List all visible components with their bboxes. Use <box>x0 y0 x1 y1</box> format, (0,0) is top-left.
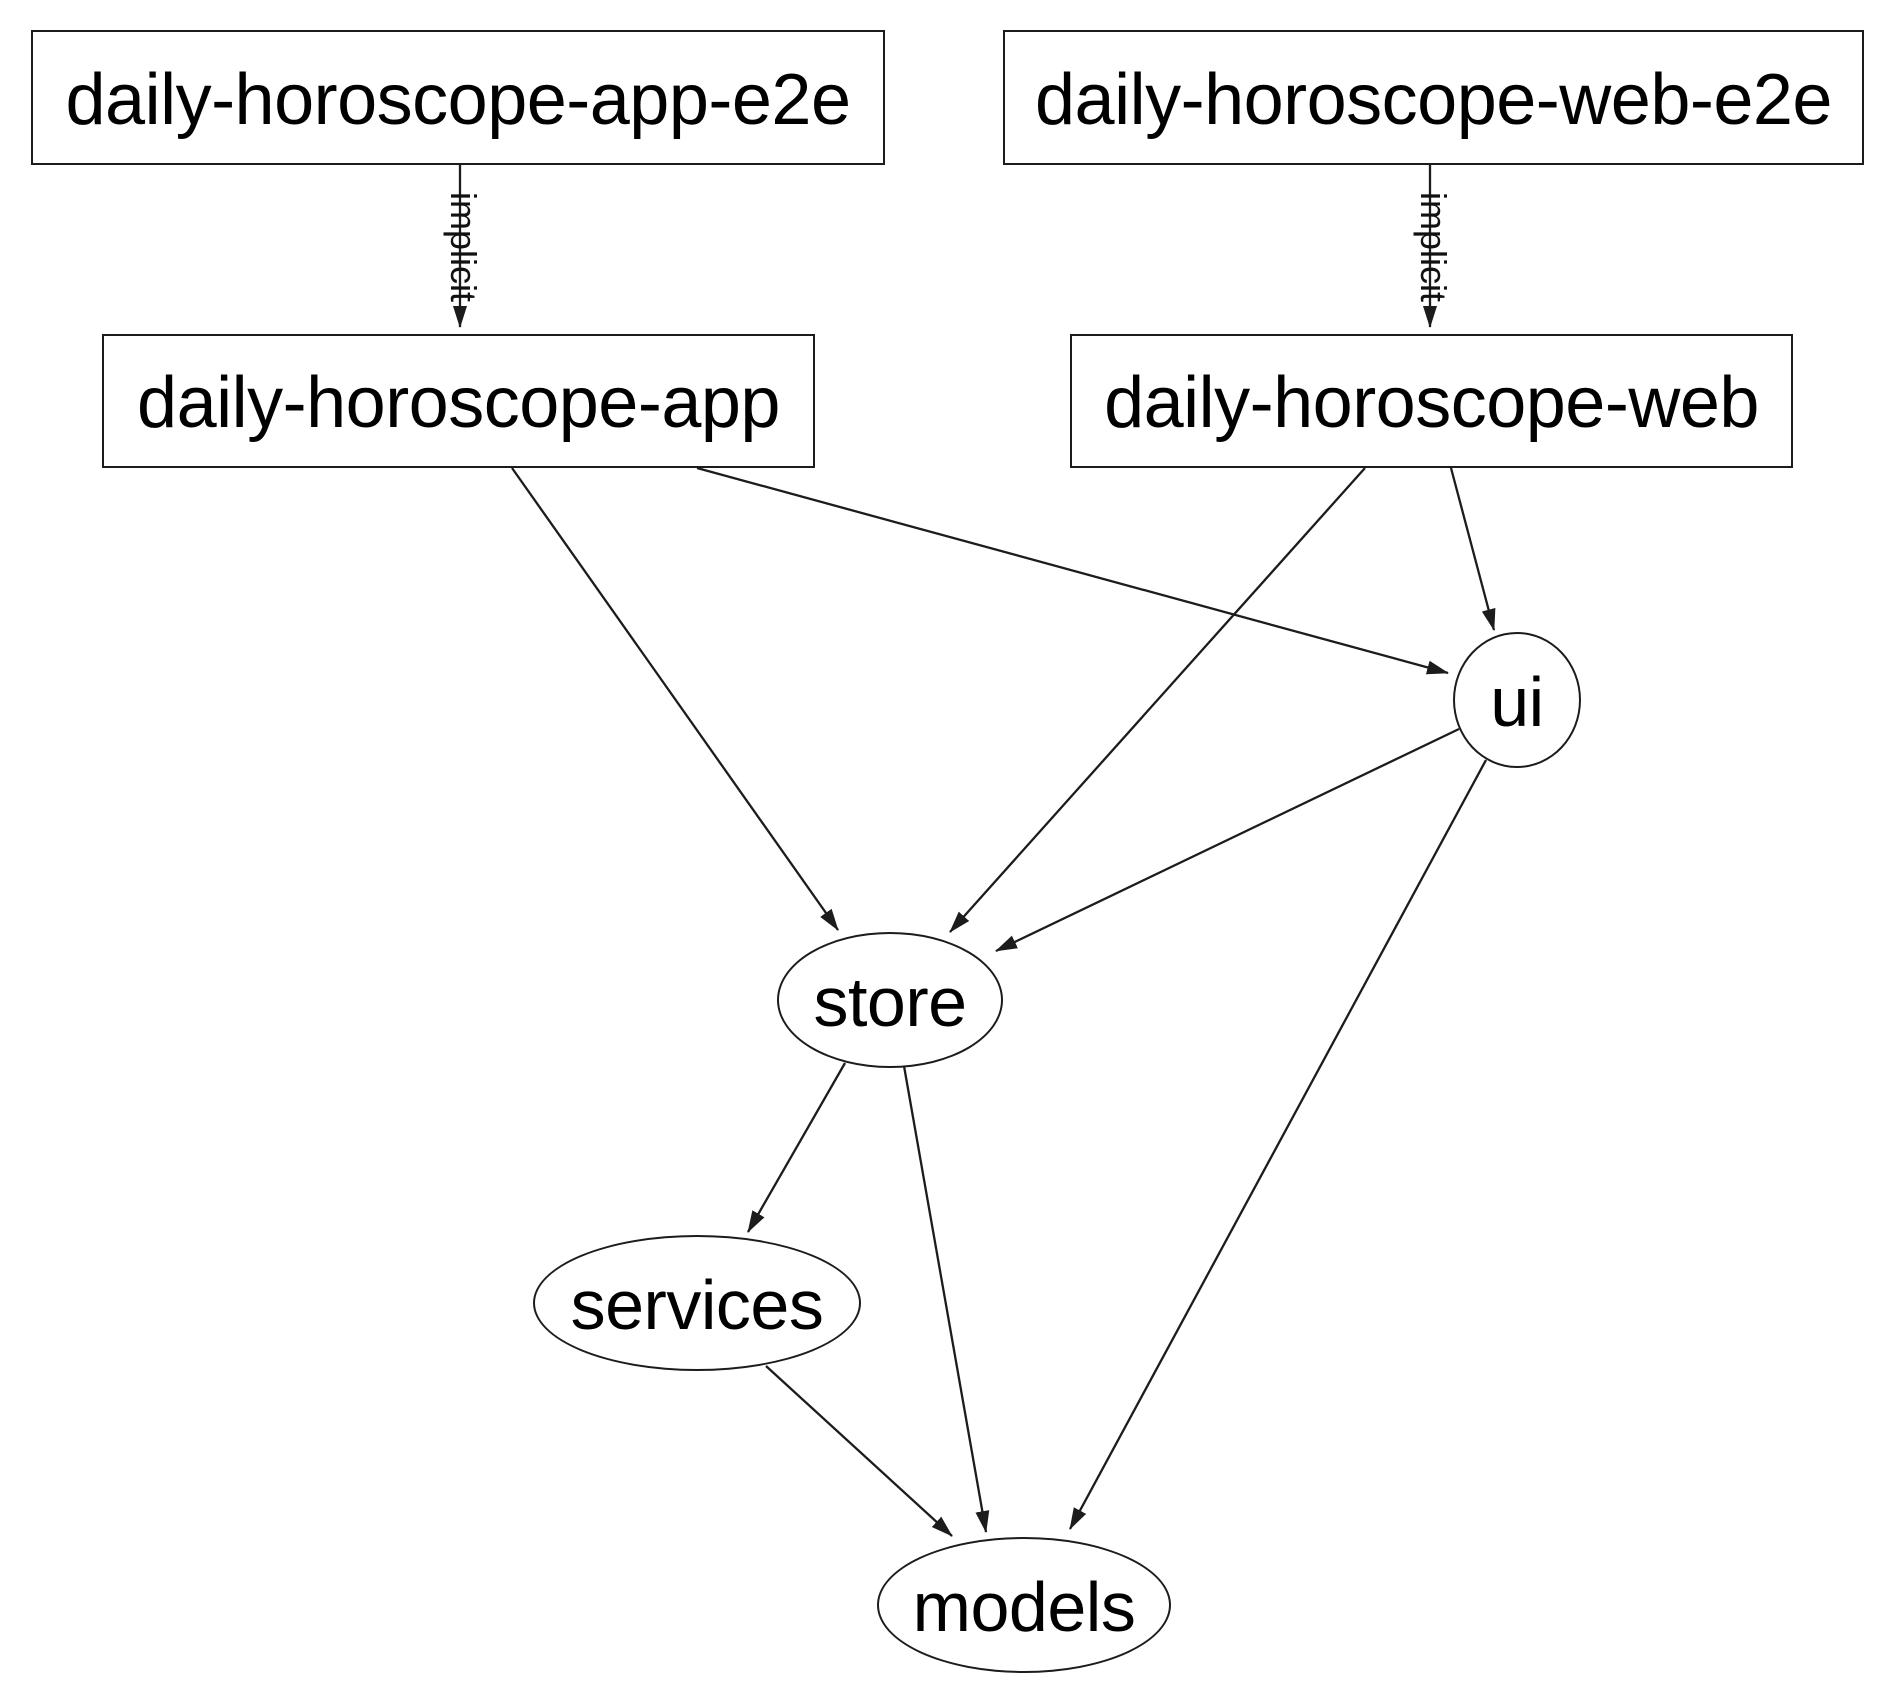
node-daily-horoscope-web-e2e[interactable]: daily-horoscope-web-e2e <box>1003 30 1864 165</box>
node-label: services <box>570 1266 824 1344</box>
node-daily-horoscope-app[interactable]: daily-horoscope-app <box>102 334 815 468</box>
node-models[interactable]: models <box>877 1537 1171 1673</box>
edge-web-to-store <box>949 467 1366 933</box>
node-ui[interactable]: ui <box>1453 632 1581 768</box>
edge-store-to-models <box>902 1065 990 1533</box>
edge-store-to-services <box>747 1062 846 1233</box>
node-label: daily-horoscope-app <box>137 363 780 443</box>
edge-services-to-models <box>765 1365 953 1537</box>
node-label: models <box>912 1568 1136 1646</box>
node-label: ui <box>1490 663 1544 741</box>
node-daily-horoscope-web[interactable]: daily-horoscope-web <box>1070 334 1793 468</box>
edge-app-to-ui <box>696 466 1449 675</box>
node-services[interactable]: services <box>533 1235 861 1371</box>
node-label: store <box>813 963 967 1041</box>
edge-web-to-ui <box>1449 467 1496 631</box>
edge-ui-to-models <box>1068 759 1488 1530</box>
node-label: daily-horoscope-web-e2e <box>1035 59 1832 140</box>
node-store[interactable]: store <box>777 932 1003 1068</box>
edge-label-implicit-app: implicit <box>443 191 484 303</box>
edge-label-implicit-web: implicit <box>1413 191 1454 303</box>
edge-ui-to-store <box>995 727 1460 953</box>
edge-app-to-store <box>511 467 839 931</box>
node-label: daily-horoscope-web <box>1104 363 1759 443</box>
node-daily-horoscope-app-e2e[interactable]: daily-horoscope-app-e2e <box>31 30 885 165</box>
node-label: daily-horoscope-app-e2e <box>65 59 852 140</box>
